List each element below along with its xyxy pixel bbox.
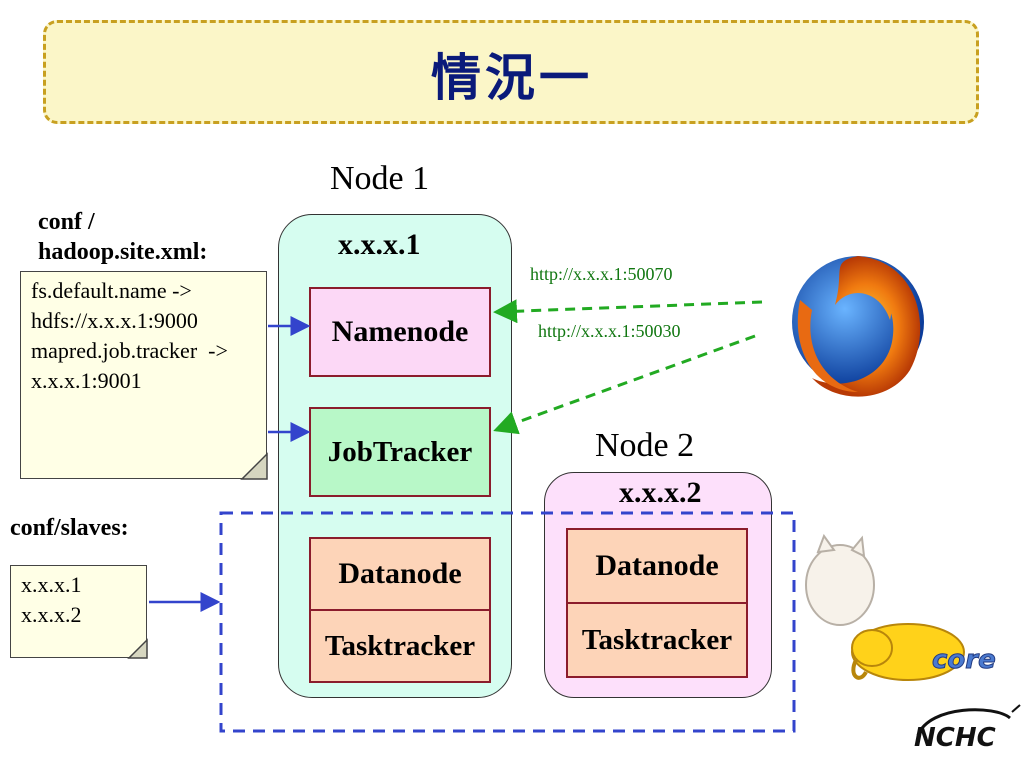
hadoop-elephant-icon: core — [805, 533, 996, 681]
node2-tasktracker-box: Tasktracker — [566, 602, 748, 678]
slaves-dashed-box — [219, 511, 796, 733]
node2-label: Node 2 — [595, 427, 695, 464]
conf-slaves-note: x.x.x.1 x.x.x.2 — [10, 565, 147, 658]
node1-label: Node 1 — [330, 160, 430, 197]
svg-text:NCHC: NCHC — [914, 723, 996, 753]
firefox-logo-icon — [792, 256, 924, 397]
web-arrow-namenode — [493, 299, 763, 324]
svg-text:core: core — [932, 645, 996, 675]
conf-slaves-heading: conf/slaves: — [10, 515, 129, 541]
conf-slaves-fold — [127, 638, 148, 659]
node1-ip: x.x.x.1 — [338, 228, 421, 261]
conf-site-note: fs.default.name -> hdfs://x.x.x.1:9000 m… — [20, 271, 267, 479]
web-arrow-jobtracker — [493, 334, 756, 435]
slide-title: 情況一 — [431, 49, 593, 107]
conf-site-fold — [240, 452, 268, 480]
jobtracker-box: JobTracker — [309, 407, 491, 497]
node2-ip: x.x.x.2 — [619, 476, 702, 509]
conf-site-heading: conf / hadoop.site.xml: — [38, 207, 207, 267]
title-banner — [43, 20, 979, 124]
jobtracker-web-url: http://x.x.x.1:50030 — [538, 321, 681, 341]
conf-site-heading-line1: conf / — [38, 209, 95, 235]
nchc-logo-icon: NCHC — [914, 704, 1021, 753]
node1-datanode-box: Datanode — [309, 537, 491, 611]
conf-site-heading-line2: hadoop.site.xml: — [38, 239, 208, 265]
namenode-web-url: http://x.x.x.1:50070 — [530, 264, 673, 284]
node1-tasktracker-box: Tasktracker — [309, 609, 491, 683]
